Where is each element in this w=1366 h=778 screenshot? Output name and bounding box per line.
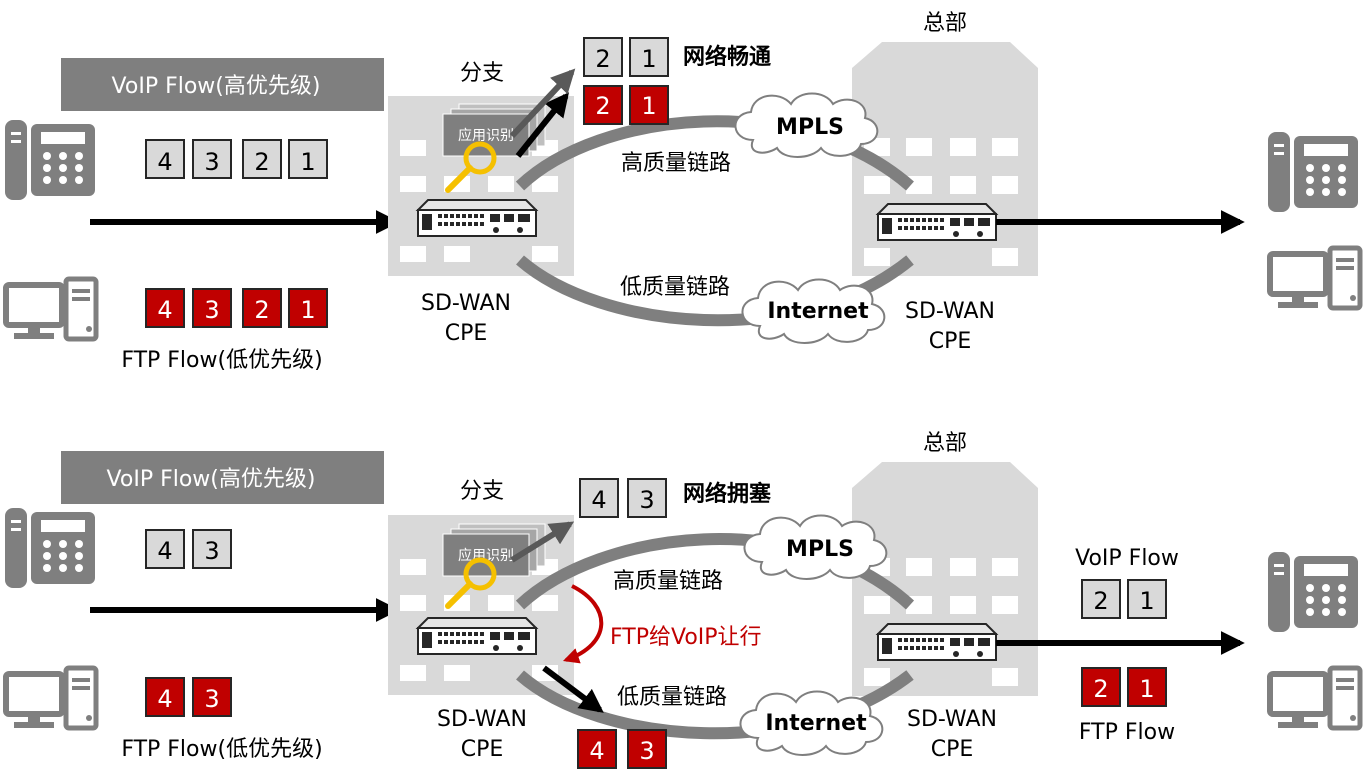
computer-icon — [6, 668, 96, 728]
cpe-label: CPE — [445, 321, 488, 346]
packet: 2 — [595, 92, 610, 120]
phone-icon — [1268, 552, 1358, 632]
computer-icon — [1270, 668, 1360, 728]
low-link-label: 低质量链路 — [620, 275, 730, 300]
packet: 4 — [157, 296, 172, 324]
mpls-label: MPLS — [776, 115, 844, 140]
packet: 4 — [157, 537, 172, 565]
branch-cpe-device — [417, 617, 537, 655]
computer-icon — [6, 279, 96, 339]
ftp-route-arrow — [542, 665, 604, 713]
high-link-label: 高质量链路 — [613, 569, 723, 594]
route-arrow — [510, 521, 575, 563]
packet: 3 — [639, 737, 654, 765]
cpe-label: SD-WAN — [437, 707, 527, 732]
network-status: 网络畅通 — [683, 44, 771, 70]
hq-label: 总部 — [923, 11, 967, 36]
cpe-label: SD-WAN — [905, 299, 995, 324]
top-panel: VoIP Flow(高优先级) 4 3 2 1 4 3 2 1 FTP Flow… — [5, 11, 1360, 373]
hq-cpe-device — [877, 203, 997, 241]
packet: 2 — [1093, 587, 1108, 615]
packet: 1 — [300, 148, 315, 176]
packet: 3 — [204, 685, 219, 713]
packet: 1 — [1139, 675, 1154, 703]
packet: 3 — [204, 148, 219, 176]
cpe-label: SD-WAN — [421, 291, 511, 316]
branch-cpe-device — [417, 199, 537, 237]
packet: 3 — [204, 537, 219, 565]
voip-label: VoIP Flow(高优先级) — [107, 467, 316, 492]
app-recognition-label: 应用识别 — [458, 127, 514, 144]
cpe-label: SD-WAN — [907, 707, 997, 732]
packet: 4 — [157, 148, 172, 176]
phone-icon — [5, 120, 95, 200]
packet: 1 — [641, 92, 656, 120]
yield-arrow — [562, 584, 604, 664]
network-status: 网络拥塞 — [683, 481, 772, 507]
ftp-label: FTP Flow(低优先级) — [121, 737, 322, 762]
yield-note: FTP给VoIP让行 — [610, 625, 762, 650]
packet: 1 — [641, 45, 656, 73]
out-voip-label: VoIP Flow — [1075, 546, 1179, 571]
packet: 2 — [254, 148, 269, 176]
low-link-label: 低质量链路 — [617, 685, 727, 710]
packet: 3 — [204, 296, 219, 324]
internet-label: Internet — [767, 299, 869, 324]
ftp-packets: 4 3 2 1 — [145, 288, 328, 328]
packet: 2 — [595, 45, 610, 73]
branch-label: 分支 — [460, 479, 504, 504]
packet: 3 — [639, 486, 654, 514]
mpls-label: MPLS — [786, 537, 854, 562]
packet: 1 — [1139, 587, 1154, 615]
voip-route-arrow — [515, 92, 569, 158]
voip-banner — [61, 58, 384, 111]
high-quality-link — [515, 115, 914, 191]
packet: 4 — [157, 685, 172, 713]
phone-icon — [5, 508, 95, 588]
branch-label: 分支 — [460, 61, 504, 86]
cpe-label: CPE — [929, 329, 972, 354]
packet: 2 — [1093, 675, 1108, 703]
computer-icon — [1270, 248, 1360, 308]
voip-banner — [61, 451, 384, 504]
packet: 2 — [254, 296, 269, 324]
out-ftp-label: FTP Flow — [1079, 720, 1175, 745]
packet: 1 — [300, 296, 315, 324]
cpe-label: CPE — [931, 737, 974, 762]
high-link-label: 高质量链路 — [621, 151, 731, 176]
voip-packets: 4 3 2 1 — [145, 139, 328, 179]
hq-label: 总部 — [923, 431, 967, 456]
cpe-label: CPE — [461, 737, 504, 762]
route-arrow — [509, 68, 576, 139]
phone-icon — [1268, 132, 1358, 212]
bottom-panel: VoIP Flow(高优先级) 4 3 4 3 FTP Flow(低优先级) 分… — [5, 431, 1360, 769]
hq-cpe-device — [877, 623, 997, 661]
internet-label: Internet — [765, 711, 867, 736]
ftp-label: FTP Flow(低优先级) — [121, 348, 322, 373]
packet: 4 — [591, 486, 606, 514]
packet: 4 — [589, 737, 604, 765]
voip-label: VoIP Flow(高优先级) — [112, 74, 321, 99]
